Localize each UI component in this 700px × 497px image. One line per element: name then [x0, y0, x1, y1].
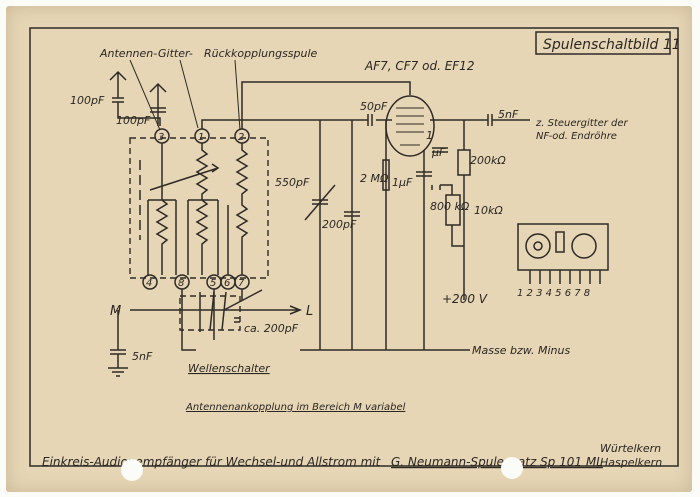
res-200k-label: 200kΩ: [470, 154, 506, 167]
cap-ca200-label: ca. 200pF: [244, 322, 299, 335]
tube-socket: [517, 223, 609, 284]
band-l-label: L: [306, 304, 313, 319]
title-box: [535, 31, 671, 55]
footer-right-bottom: Haspelkern: [600, 456, 662, 469]
cap-tune-label: 550pF: [275, 176, 310, 189]
main-wiring: [201, 81, 530, 351]
res-grid-label: 2 MΩ: [360, 172, 389, 185]
footer-right-top: Würtelkern: [600, 442, 661, 455]
antenna-symbols: [109, 70, 167, 126]
diagram-border: [29, 27, 679, 467]
terminal-3: 3: [158, 132, 164, 143]
punch-hole-right: [501, 457, 523, 479]
schematic-card: [6, 6, 692, 492]
output-note-line2: NF-od. Endröhre: [536, 131, 617, 142]
terminal-6: 6: [224, 278, 230, 289]
cap-1u-c-label: µF: [431, 146, 446, 159]
bottom-terminals: [142, 274, 250, 290]
diagram-title: Spulenschaltbild 11: [543, 37, 681, 53]
cap-1u-b-label: 1: [426, 129, 433, 142]
ground-capacitor: [108, 310, 128, 377]
antenna-coil-label: Antennen-: [99, 47, 157, 60]
coil-windings: [139, 143, 249, 275]
terminal-7: 7: [238, 278, 245, 289]
res-10k-label: 10kΩ: [474, 204, 503, 217]
terminal-5: 5: [210, 278, 216, 289]
cap-out-label: 5nF: [498, 108, 519, 121]
cap-1u-a-label: 1µF: [392, 176, 413, 189]
coupling-note: Antennenankopplung im Bereich M variabel: [185, 402, 406, 413]
switch-label: Wellenschalter: [188, 362, 271, 375]
footer-text-a: Einkreis-Audionempfänger für Wechsel-und…: [42, 455, 382, 469]
punch-hole-left: [121, 459, 143, 481]
socket-pin-numbers: 1 2 3 4 5 6 7 8: [517, 288, 590, 299]
terminal-1: 1: [198, 132, 204, 143]
terminal-8: 8: [178, 278, 184, 289]
cap-ant2-label: 100pF: [116, 114, 151, 127]
feedback-coil-label: Rückkopplungsspule: [204, 47, 318, 60]
coil-set-box: [129, 137, 269, 279]
cap-ground-label: 5nF: [132, 350, 153, 363]
output-note-line1: z. Steuergitter der: [535, 118, 629, 129]
cap-grid-label: 50pF: [360, 100, 388, 113]
band-switch: [130, 289, 303, 351]
ground-line-label: Masse bzw. Minus: [472, 344, 570, 357]
tube-label: AF7, CF7 od. EF12: [364, 59, 474, 73]
cap-200-label: 200pF: [322, 218, 357, 231]
terminal-2: 2: [238, 132, 244, 143]
terminal-4: 4: [146, 278, 152, 289]
band-m-label: M: [110, 304, 121, 319]
cap-ant1-label: 100pF: [70, 94, 105, 107]
supply-label: +200 V: [442, 292, 488, 306]
footer-text-b: G. Neumann-Spulensatz Sp 101 ML: [391, 455, 603, 469]
tube-symbol: [385, 95, 435, 157]
res-800k-label: 800 kΩ: [430, 200, 470, 213]
antenna-capacitors: [112, 97, 166, 126]
grid-coil-label: Gitter-: [158, 47, 193, 60]
